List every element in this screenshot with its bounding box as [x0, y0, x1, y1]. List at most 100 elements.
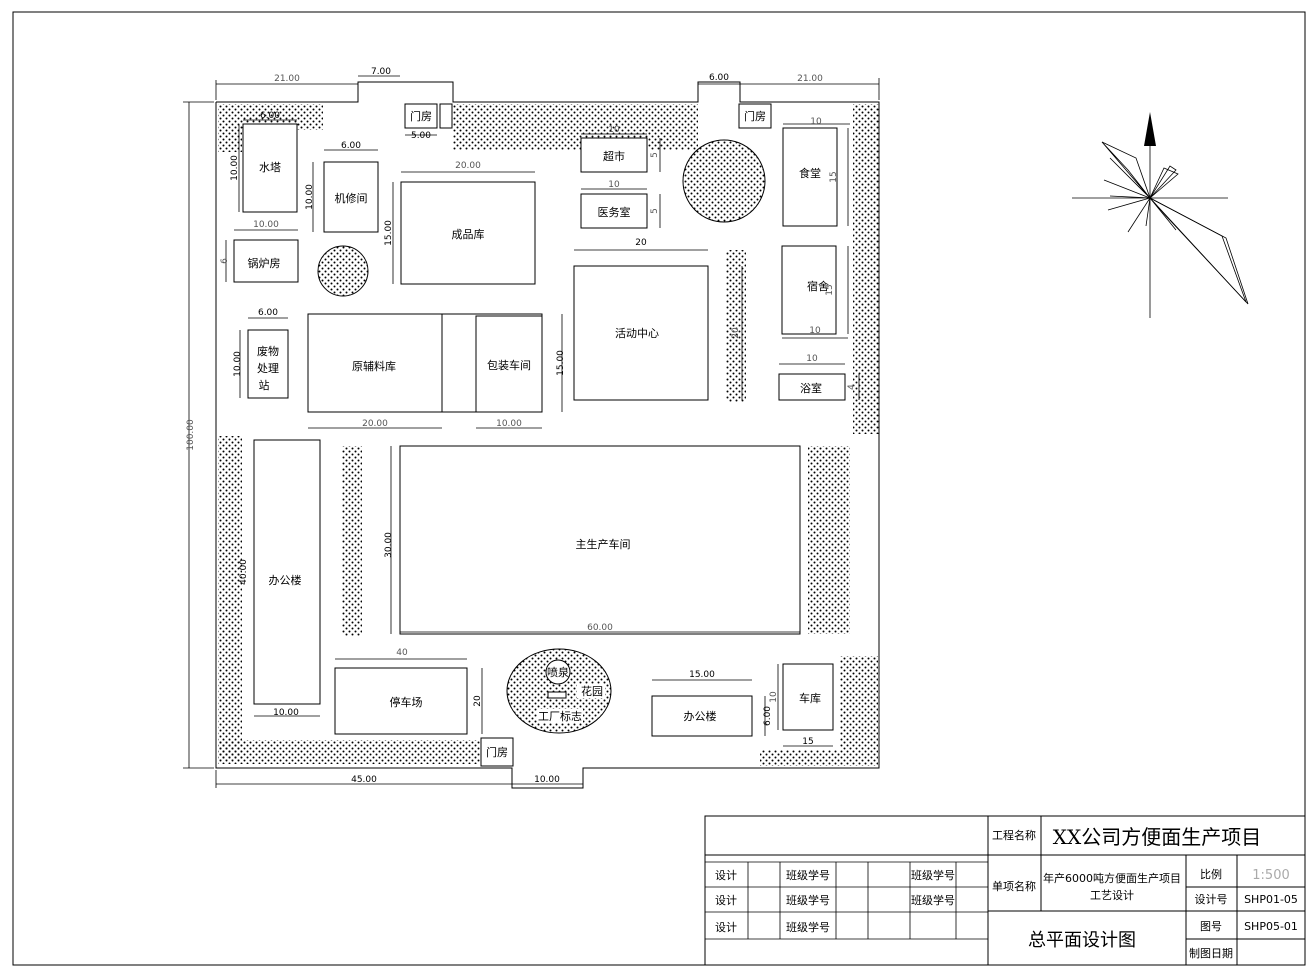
svg-text:门房: 门房 [486, 745, 508, 759]
office-building-right: 办公楼 15.00 6.00 [651, 670, 773, 737]
svg-text:6.00: 6.00 [258, 308, 278, 318]
svg-text:5: 5 [650, 208, 660, 214]
waste-station: 废物 处理 站 6.00 10.00 [233, 308, 289, 399]
svg-text:原辅料库: 原辅料库 [352, 359, 396, 373]
factory-sign-marker [547, 691, 567, 699]
svg-text:年产6000吨方便面生产项目: 年产6000吨方便面生产项目 [1043, 871, 1181, 885]
svg-text:20.00: 20.00 [362, 419, 388, 429]
svg-text:15.00: 15.00 [689, 670, 715, 680]
svg-text:制图日期: 制图日期 [1189, 947, 1233, 960]
left-total-dimension: 100.00 [183, 101, 214, 769]
svg-text:工程名称: 工程名称 [992, 828, 1036, 842]
svg-text:10.00: 10.00 [305, 184, 315, 210]
svg-text:车库: 车库 [799, 691, 821, 705]
svg-text:15.00: 15.00 [384, 220, 394, 246]
green-zones [218, 104, 879, 766]
svg-text:10.00: 10.00 [534, 775, 560, 785]
fountain [545, 659, 571, 685]
svg-text:6.00: 6.00 [763, 706, 773, 726]
svg-text:比例: 比例 [1200, 867, 1222, 881]
svg-text:办公楼: 办公楼 [684, 709, 717, 723]
svg-text:总平面设计图: 总平面设计图 [1028, 930, 1136, 951]
svg-text:20: 20 [473, 695, 483, 707]
svg-text:主生产车间: 主生产车间 [576, 537, 631, 551]
gate-south: 门房 [480, 737, 514, 767]
compass-wind-rose-icon [1072, 112, 1249, 318]
svg-text:6: 6 [220, 258, 230, 264]
svg-text:设计号: 设计号 [1195, 893, 1228, 906]
boiler-room: 锅炉房 10.00 6 [220, 220, 299, 283]
svg-text:1:500: 1:500 [1252, 868, 1289, 883]
svg-text:10: 10 [769, 691, 779, 703]
svg-text:锅炉房: 锅炉房 [248, 257, 281, 270]
svg-text:工厂标志: 工厂标志 [538, 709, 582, 723]
svg-text:10.00: 10.00 [253, 220, 279, 230]
svg-text:活动中心: 活动中心 [615, 327, 659, 340]
svg-text:21.00: 21.00 [797, 74, 823, 84]
green-circle-top [682, 139, 766, 223]
svg-text:班级学号: 班级学号 [911, 868, 955, 882]
svg-text:5: 5 [650, 152, 660, 158]
svg-text:4: 4 [847, 384, 857, 390]
bottom-dimensions: 45.00 10.00 [215, 770, 583, 788]
office-building-left: 办公楼 40.00 10.00 [239, 439, 321, 718]
svg-text:10: 10 [809, 326, 821, 336]
svg-text:喷泉: 喷泉 [547, 665, 569, 679]
svg-text:20.00: 20.00 [455, 161, 481, 171]
svg-text:门房: 门房 [410, 109, 432, 123]
svg-text:15: 15 [825, 284, 835, 295]
bathroom: 浴室 10 4 [778, 354, 860, 401]
svg-text:10: 10 [608, 180, 620, 190]
svg-text:10.00: 10.00 [496, 419, 522, 429]
svg-text:停车场: 停车场 [390, 695, 423, 709]
svg-text:100.00: 100.00 [186, 419, 196, 451]
supermarket: 超市 10 5 [580, 125, 661, 173]
svg-text:10.00: 10.00 [273, 708, 299, 718]
svg-text:SHP01-05: SHP01-05 [1244, 893, 1298, 906]
svg-text:7.00: 7.00 [371, 67, 391, 77]
garden: 喷泉 花园 工厂标志 [506, 648, 612, 734]
svg-text:6.00: 6.00 [709, 73, 729, 83]
drawing-frame [12, 11, 1306, 966]
svg-text:处理: 处理 [257, 362, 279, 375]
svg-text:机修间: 机修间 [335, 191, 368, 205]
finished-goods-store: 成品库 20.00 15.00 [384, 161, 536, 285]
dormitory: 宿舍 15 10 [781, 245, 849, 339]
svg-text:10: 10 [810, 117, 822, 127]
svg-text:21.00: 21.00 [274, 74, 300, 84]
svg-text:浴室: 浴室 [800, 381, 822, 395]
garage: 车库 10 15 [769, 663, 834, 747]
svg-text:5.00: 5.00 [411, 131, 431, 141]
svg-text:花园: 花园 [581, 685, 603, 698]
clinic: 医务室 10 5 [580, 180, 661, 229]
svg-text:单项名称: 单项名称 [992, 879, 1036, 893]
svg-text:15.00: 15.00 [556, 350, 566, 376]
canteen: 食堂 10 15 [782, 117, 850, 227]
svg-text:10.00: 10.00 [230, 155, 240, 181]
svg-text:60.00: 60.00 [587, 623, 613, 633]
svg-text:XX公司方便面生产项目: XX公司方便面生产项目 [1053, 825, 1261, 849]
site-boundary [215, 81, 880, 789]
svg-text:设计: 设计 [715, 869, 737, 882]
gate-north-left: 门房 5.00 [404, 103, 453, 141]
svg-text:成品库: 成品库 [452, 228, 485, 241]
svg-text:办公楼: 办公楼 [269, 573, 302, 587]
top-dimensions: 21.00 7.00 6.00 21.00 [215, 67, 880, 100]
svg-text:45.00: 45.00 [351, 775, 377, 785]
parking: 停车场 40 20 [334, 648, 483, 735]
svg-text:废物: 废物 [257, 344, 279, 358]
svg-text:站: 站 [259, 378, 270, 392]
water-tower: 水塔 6.00 10.00 [230, 111, 298, 213]
svg-text:超市: 超市 [603, 149, 625, 163]
svg-text:宿舍: 宿舍 [807, 279, 829, 293]
svg-text:40: 40 [396, 648, 408, 658]
raw-material-store: 原辅料库 20.00 [307, 313, 443, 429]
svg-text:食堂: 食堂 [799, 166, 821, 180]
svg-text:医务室: 医务室 [598, 205, 631, 219]
svg-text:图号: 图号 [1200, 920, 1222, 933]
svg-text:班级学号: 班级学号 [786, 893, 830, 907]
svg-text:15: 15 [802, 737, 813, 747]
svg-text:班级学号: 班级学号 [786, 920, 830, 934]
activity-center: 活动中心 20 20 [573, 238, 743, 401]
svg-text:6.00: 6.00 [260, 111, 280, 121]
